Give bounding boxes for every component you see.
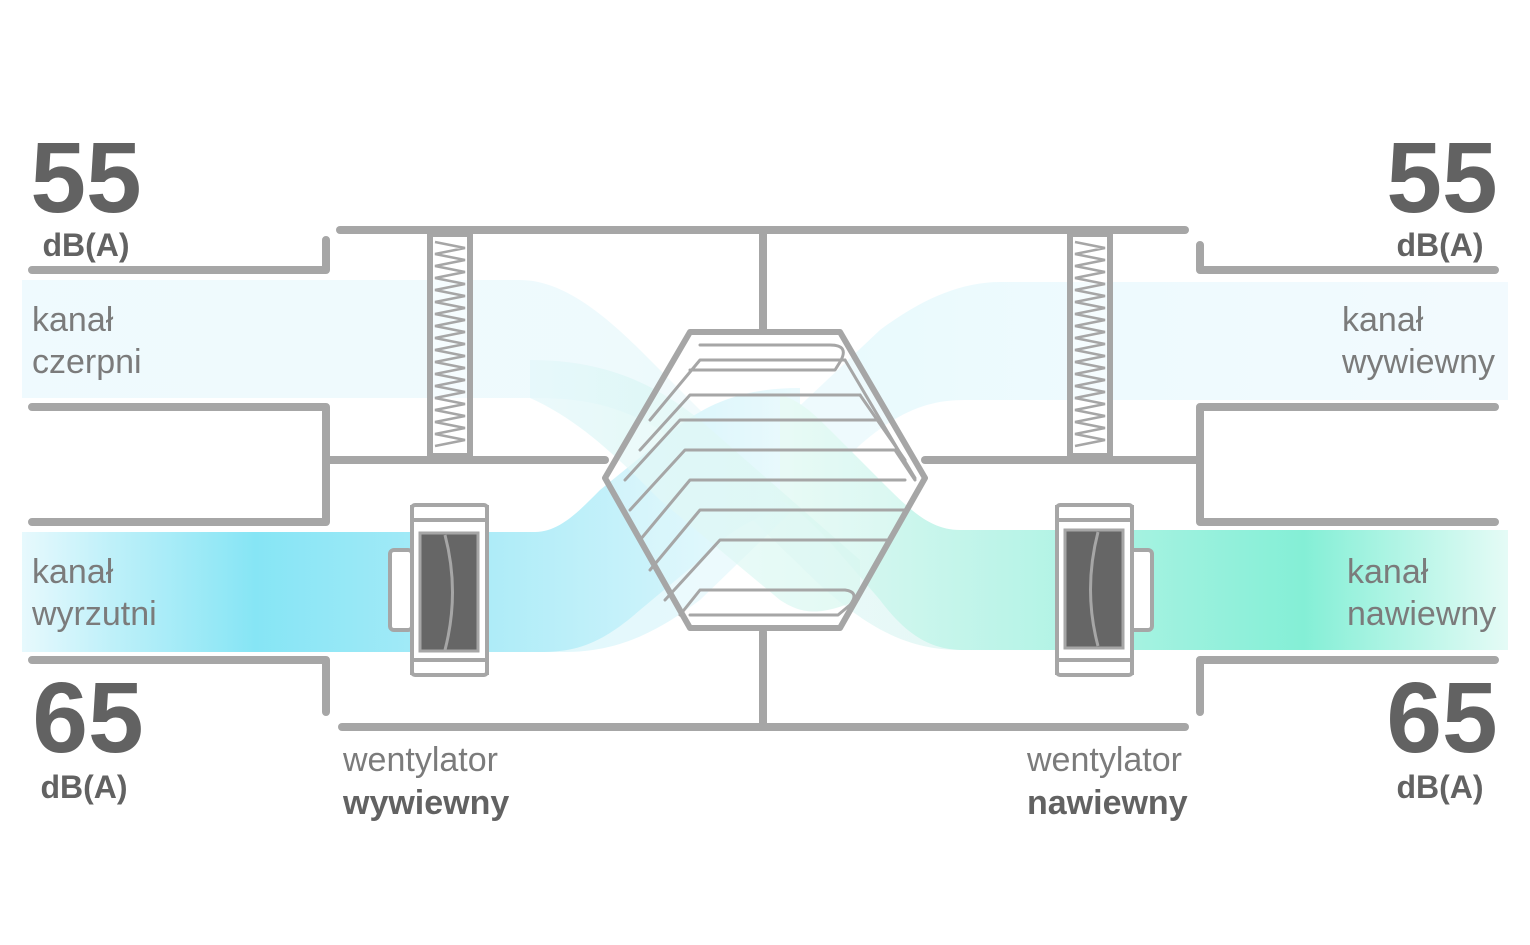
duct-wall-left-mid-upper [28, 403, 330, 464]
fan-label-line1: wentylator [1026, 741, 1182, 779]
fan-label-exhaust: wentylator wywiewny [342, 741, 509, 822]
duct-label-line2: czerpni [32, 343, 142, 381]
duct-label-line1: kanał [32, 301, 114, 339]
duct-label-line2: wywiewny [1341, 343, 1495, 381]
filter-icon [1067, 231, 1113, 459]
duct-wall-left-mid-lower [28, 456, 330, 526]
noise-value: 55 [1386, 122, 1497, 234]
intake-stream [22, 280, 980, 650]
duct-label-supply: kanał nawiewny [1347, 553, 1496, 633]
duct-walls [28, 226, 1499, 731]
duct-wall-right-mid-upper [1196, 403, 1499, 464]
duct-wall-left-top [28, 236, 330, 274]
heat-exchanger-icon [602, 329, 928, 631]
fan-label-line2: nawiewny [1027, 784, 1188, 822]
extract-stream [540, 282, 1508, 652]
duct-label-line1: kanał [1347, 553, 1429, 591]
noise-unit: dB(A) [40, 769, 127, 805]
duct-label-line1: kanał [1342, 301, 1424, 339]
duct-wall-left-bottom [28, 656, 330, 716]
duct-wall-right-mid-lower [1196, 456, 1499, 526]
noise-bottom-right: 65 dB(A) [1386, 662, 1497, 805]
noise-value: 65 [1386, 662, 1497, 774]
noise-top-right: 55 dB(A) [1386, 122, 1497, 263]
fan-label-supply: wentylator nawiewny [1026, 741, 1188, 822]
noise-bottom-left: 65 dB(A) [32, 662, 143, 805]
duct-wall-right-bottom [1196, 656, 1499, 716]
duct-label-extract: kanał wywiewny [1341, 301, 1495, 381]
noise-value: 55 [30, 122, 141, 234]
noise-top-left: 55 dB(A) [30, 122, 141, 263]
noise-unit: dB(A) [1396, 227, 1483, 263]
fan-icon [388, 503, 489, 677]
fan-icon [1055, 503, 1154, 677]
duct-label-intake: kanał czerpni [32, 301, 142, 381]
duct-label-line1: kanał [32, 553, 114, 591]
fan-label-line2: wywiewny [342, 784, 509, 822]
fan-label-line1: wentylator [342, 741, 498, 779]
air-streams [22, 280, 1508, 652]
noise-unit: dB(A) [42, 227, 129, 263]
noise-unit: dB(A) [1396, 769, 1483, 805]
duct-wall-right-top [1196, 241, 1499, 274]
duct-label-line2: wyrzutni [31, 595, 157, 633]
exhaust-stream [22, 388, 800, 652]
filter-icon [427, 231, 473, 459]
duct-label-exhaust: kanał wyrzutni [31, 553, 157, 633]
duct-label-line2: nawiewny [1347, 595, 1496, 633]
noise-value: 65 [32, 662, 143, 774]
supply-stream [780, 395, 1508, 650]
cross-stream-a [530, 360, 860, 612]
